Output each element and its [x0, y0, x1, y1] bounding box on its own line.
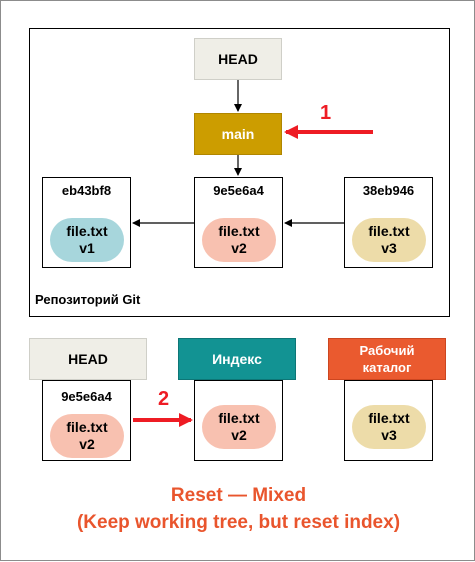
file-blob-v2: file.txt v2 [50, 414, 124, 458]
file-blob-v2: file.txt v2 [202, 405, 276, 449]
file-name: file.txt [368, 410, 410, 426]
commit-9e5e6a4: 9e5e6a4 file.txt v2 [194, 177, 283, 268]
commit-eb43bf8: eb43bf8 file.txt v1 [42, 177, 131, 268]
head-pointer-box: HEAD [194, 38, 282, 80]
index-box: file.txt v2 [194, 380, 283, 461]
file-version: v3 [381, 240, 397, 256]
file-version: v1 [79, 240, 95, 256]
commit-38eb946: 38eb946 file.txt v3 [344, 177, 433, 268]
file-name: file.txt [218, 410, 260, 426]
commit-hash: 9e5e6a4 [213, 183, 264, 198]
working-dir-box: file.txt v3 [344, 380, 433, 461]
file-version: v3 [381, 427, 397, 443]
repository-label: Репозиторий Git [35, 292, 141, 307]
file-blob-v1: file.txt v1 [50, 218, 124, 262]
branch-main-box: main [194, 113, 282, 155]
file-version: v2 [79, 436, 95, 452]
step-2-label: 2 [158, 388, 170, 410]
working-dir-label-line1: Рабочий [359, 343, 415, 358]
working-dir-header: Рабочий каталог [328, 338, 446, 380]
repository-box [29, 28, 450, 317]
index-header: Индекс [178, 338, 296, 380]
commit-hash: 9e5e6a4 [61, 389, 112, 404]
file-blob-v3: file.txt v3 [352, 405, 426, 449]
file-blob-v3: file.txt v3 [352, 218, 426, 262]
file-name: file.txt [218, 223, 260, 239]
bottom-head-box: HEAD [29, 338, 147, 380]
file-version: v2 [231, 427, 247, 443]
file-name: file.txt [368, 223, 410, 239]
step-1-label: 1 [320, 102, 332, 124]
caption-title: Reset — Mixed [170, 485, 307, 506]
commit-hash: eb43bf8 [61, 183, 112, 198]
working-dir-label-line2: каталог [362, 360, 412, 375]
file-blob-v2: file.txt v2 [202, 218, 276, 262]
file-name: file.txt [66, 419, 108, 435]
commit-hash: 38eb946 [362, 183, 415, 198]
file-name: file.txt [66, 223, 108, 239]
bottom-head-commit: 9e5e6a4 file.txt v2 [42, 380, 131, 461]
caption-subtitle: (Keep working tree, but reset index) [76, 512, 401, 533]
file-version: v2 [231, 240, 247, 256]
